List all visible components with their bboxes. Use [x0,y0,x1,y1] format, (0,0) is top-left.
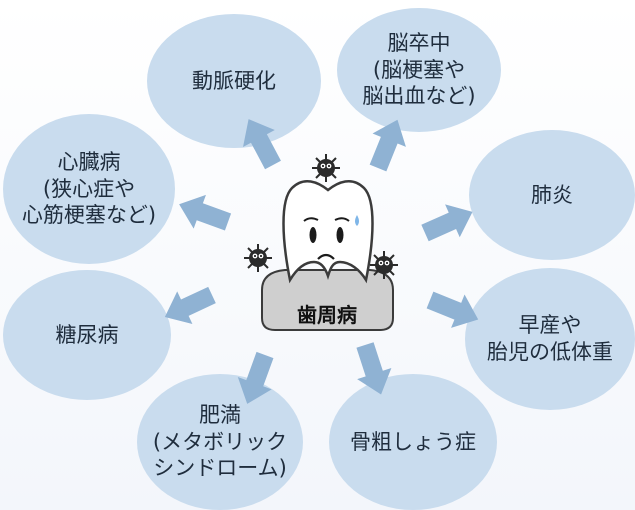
gum-shape [261,269,394,331]
arrow-premature-birth [423,283,485,337]
germ-icon [311,153,341,183]
arrow-pneumonia [417,195,480,250]
bubble-obesity: 肥満 (メタボリック シンドローム) [137,374,303,510]
arrow-obesity [230,348,282,411]
bubble-pneumonia: 肺炎 [469,130,635,260]
germ-icon [369,250,399,280]
arrow-diabetes [157,278,220,334]
bubble-diabetes: 糖尿病 [3,270,171,400]
bubble-stroke: 脳卒中 (脳梗塞や 脳出血など) [337,8,501,132]
arrow-osteoporosis [347,339,399,401]
arrow-stroke [361,113,415,175]
bubble-premature-birth: 早産や 胎児の低体重 [465,268,635,410]
center-label-periodontal: 歯周病 [297,302,357,327]
bubble-arteriosclerosis: 動脈硬化 [147,14,321,148]
arrow-heart-disease [172,187,235,239]
bubble-heart-disease: 心臓病 (狭心症や 心筋梗塞など) [3,114,175,264]
arrow-arteriosclerosis [232,110,289,174]
tooth-icon [282,180,374,284]
bubble-osteoporosis: 骨粗しょう症 [329,374,497,510]
germ-icon [243,243,273,273]
